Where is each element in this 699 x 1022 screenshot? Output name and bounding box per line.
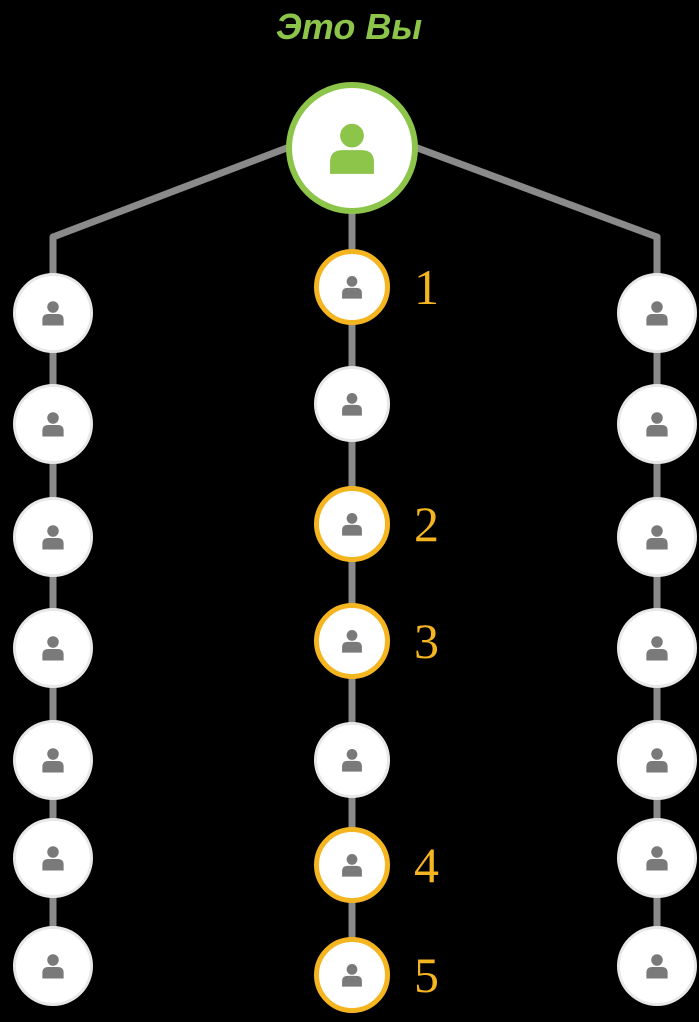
person-icon — [342, 964, 362, 987]
connector-line — [49, 142, 296, 241]
left-member-node — [13, 384, 93, 464]
right-member-node — [617, 608, 697, 688]
person-icon — [646, 954, 668, 979]
person-icon — [42, 301, 64, 326]
person-icon — [42, 636, 64, 661]
person-icon — [646, 748, 668, 773]
person-icon — [646, 846, 668, 871]
left-member-node — [13, 926, 93, 1006]
person-icon — [342, 276, 362, 299]
person-icon — [646, 301, 668, 326]
you-node — [286, 82, 418, 214]
right-member-node — [617, 720, 697, 800]
left-member-node — [13, 608, 93, 688]
position-number-label: 4 — [414, 837, 439, 893]
you-are-here-title: Это Вы — [275, 6, 423, 47]
center-member-node — [314, 366, 390, 442]
person-icon — [42, 525, 64, 550]
person-icon — [342, 749, 362, 772]
person-icon — [646, 525, 668, 550]
highlighted-member-node — [314, 827, 390, 903]
right-member-node — [617, 818, 697, 898]
left-member-node — [13, 273, 93, 353]
right-member-node — [617, 384, 697, 464]
left-member-node — [13, 818, 93, 898]
right-member-node — [617, 273, 697, 353]
right-member-node — [617, 497, 697, 577]
person-icon — [42, 846, 64, 871]
person-icon — [646, 412, 668, 437]
highlighted-member-node — [314, 937, 390, 1013]
person-icon — [330, 123, 374, 174]
position-number-label: 3 — [414, 613, 439, 669]
highlighted-member-node — [314, 486, 390, 562]
person-icon — [42, 954, 64, 979]
center-member-node — [314, 722, 390, 798]
position-number-label: 2 — [414, 496, 439, 552]
person-icon — [342, 630, 362, 653]
person-icon — [42, 748, 64, 773]
right-member-node — [617, 926, 697, 1006]
person-icon — [646, 636, 668, 661]
highlighted-member-node — [314, 603, 390, 679]
person-icon — [342, 393, 362, 416]
position-number-label: 1 — [414, 259, 439, 315]
connector-line — [408, 142, 661, 241]
highlighted-member-node — [314, 249, 390, 325]
left-member-node — [13, 497, 93, 577]
person-icon — [342, 513, 362, 536]
left-member-node — [13, 720, 93, 800]
position-number-label: 5 — [414, 947, 439, 1003]
person-icon — [342, 854, 362, 877]
person-icon — [42, 412, 64, 437]
